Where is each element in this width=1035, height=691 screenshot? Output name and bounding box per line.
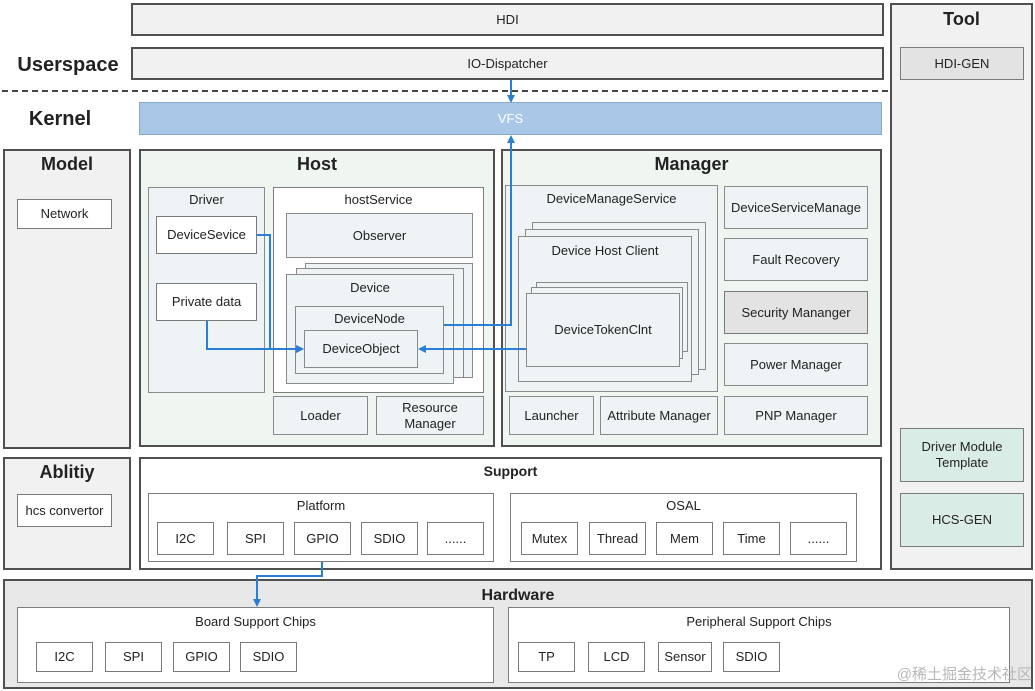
loader-box: Loader [273, 396, 368, 435]
device-object-box: DeviceObject [304, 330, 418, 368]
osal-more: ...... [790, 522, 847, 555]
fault-recovery-box: Fault Recovery [724, 238, 868, 281]
driver-module-template-box: Driver Module Template [900, 428, 1024, 482]
board-sdio: SDIO [240, 642, 297, 672]
hcs-gen-box: HCS-GEN [900, 493, 1024, 547]
host-title: Host [297, 154, 337, 175]
board-spi: SPI [105, 642, 162, 672]
platform-more: ...... [427, 522, 484, 555]
host-service-label: hostService [344, 192, 413, 208]
osal-time: Time [723, 522, 780, 555]
resource-manager-box: Resource Manager [376, 396, 484, 435]
hdi-label: HDI [496, 11, 519, 27]
platform-label: Platform [296, 498, 346, 514]
kernel-label: Kernel [28, 108, 92, 130]
power-manager-box: Power Manager [724, 343, 868, 386]
manager-title: Manager [654, 154, 729, 175]
board-gpio: GPIO [173, 642, 230, 672]
tool-title: Tool [943, 9, 980, 30]
platform-gpio: GPIO [294, 522, 351, 555]
peripheral-sensor: Sensor [658, 642, 712, 672]
osal-thread: Thread [589, 522, 646, 555]
osal-label: OSAL [666, 498, 701, 514]
osal-mem: Mem [656, 522, 713, 555]
driver-label: Driver [189, 192, 224, 208]
hdi-gen-box: HDI-GEN [900, 47, 1024, 80]
platform-i2c: I2C [157, 522, 214, 555]
hcs-convertor-box: hcs convertor [17, 494, 112, 527]
observer-box: Observer [286, 213, 473, 258]
network-box: Network [17, 199, 112, 229]
ability-title: Ablitiy [39, 462, 95, 483]
peripheral-sdio: SDIO [723, 642, 780, 672]
peripheral-support-label: Peripheral Support Chips [686, 614, 832, 630]
tool-panel [890, 3, 1033, 570]
security-manager-box: Security Mananger [724, 291, 868, 334]
board-i2c: I2C [36, 642, 93, 672]
device-host-client-label: Device Host Client [551, 243, 659, 259]
attribute-manager-box: Attribute Manager [600, 396, 718, 435]
watermark: @稀土掘金技术社区 [896, 666, 1032, 683]
device-service-manage-box: DeviceServiceManage [724, 186, 868, 229]
vfs-label: VFS [497, 110, 524, 126]
userspace-kernel-divider [2, 90, 888, 92]
io-dispatcher-bar: IO-Dispatcher [131, 47, 884, 80]
board-support-label: Board Support Chips [195, 614, 316, 630]
device-service-box: DeviceSevice [156, 216, 257, 254]
peripheral-lcd: LCD [588, 642, 645, 672]
platform-spi: SPI [227, 522, 284, 555]
device-manage-service-label: DeviceManageService [546, 191, 677, 207]
vfs-bar: VFS [139, 102, 882, 135]
launcher-box: Launcher [509, 396, 594, 435]
model-title: Model [41, 154, 93, 175]
model-panel [3, 149, 131, 449]
io-dispatcher-label: IO-Dispatcher [467, 55, 548, 71]
peripheral-tp: TP [518, 642, 575, 672]
osal-mutex: Mutex [521, 522, 578, 555]
hardware-title: Hardware [481, 587, 555, 605]
support-title: Support [483, 462, 538, 479]
private-data-box: Private data [156, 283, 257, 321]
platform-sdio: SDIO [361, 522, 418, 555]
device-token-clnt-box: DeviceTokenClnt [526, 293, 680, 367]
hdi-bar: HDI [131, 3, 884, 36]
device-node-label: DeviceNode [334, 311, 405, 327]
userspace-label: Userspace [17, 54, 119, 76]
device-label: Device [350, 280, 390, 296]
pnp-manager-box: PNP Manager [724, 396, 868, 435]
